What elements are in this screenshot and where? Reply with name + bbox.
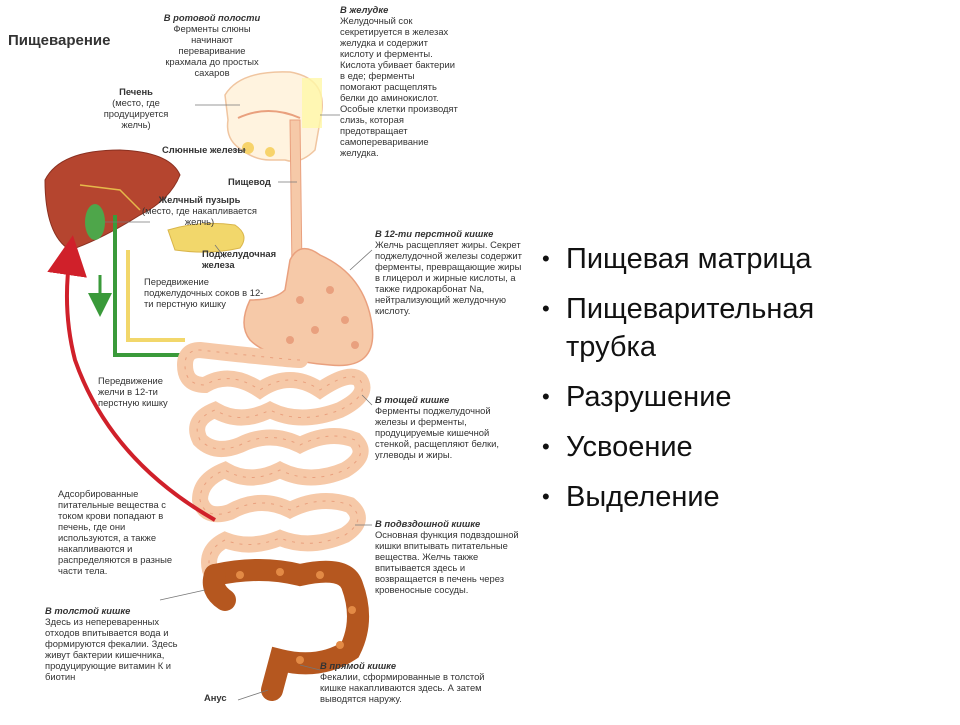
nutrient-return-arrow [47, 235, 216, 522]
label-liver-text: (место, где продуцируется желчь) [103, 97, 169, 130]
label-stomach-text: Желудочный сок секретируется в железах ж… [340, 15, 458, 158]
label-rectum-heading: В прямой кишке [320, 660, 397, 671]
bullet-list: • Пищевая матрица • Пищеварительная трубка… [540, 240, 866, 528]
label-colon-text: Здесь из непереваренных отходов впитывае… [45, 616, 178, 682]
label-liver-heading: Печень [119, 86, 153, 97]
label-jejunum-heading: В тощей кишке [375, 394, 450, 405]
gallbladder-shape [85, 204, 105, 240]
label-mouth-text: Ферменты слюны начинают переваривание кр… [165, 23, 259, 78]
bullet-item: • Пищеварительная трубка [540, 290, 866, 366]
stomach-spots [286, 286, 359, 349]
label-salivary: Слюнные железы [162, 144, 245, 155]
label-pancreas-heading: Поджелудочная железа [202, 248, 277, 270]
label-duodenum-heading: В 12-ти перстной кишке [375, 228, 494, 239]
label-esophagus-heading: Пищевод [228, 176, 271, 187]
bullet-dot-icon: • [542, 296, 550, 321]
label-salivary-heading: Слюнные железы [162, 144, 246, 155]
colon-spots [236, 568, 356, 664]
label-absorbed: Адсорбированные питательные вещества с т… [58, 488, 183, 576]
label-jejunum: В тощей кишке Ферменты поджелудочной жел… [375, 394, 515, 460]
salivary-gland-right [265, 147, 275, 157]
bullet-item: • Пищевая матрица [540, 240, 866, 278]
label-ileum: В подвздошной кишке Основная функция под… [375, 518, 520, 595]
label-colon: В толстой кишке Здесь из непереваренных … [45, 605, 190, 682]
stomach-shape [243, 247, 374, 367]
bullet-text: Выделение [566, 481, 720, 513]
label-liver: Печень (место, где продуцируется желчь) [96, 86, 176, 130]
pancreas-shape [167, 222, 245, 253]
label-ileum-heading: В подвздошной кишке [375, 518, 481, 529]
label-duodenum: В 12-ти перстной кишке Желчь расщепляет … [375, 228, 525, 316]
label-stomach: В желудке Желудочный сок секретируется в… [340, 4, 458, 158]
label-jejunum-text: Ферменты поджелудочной железы и ферменты… [375, 405, 499, 460]
label-pancreatic-juice: Передвижение поджелудочных соков в 12-ти… [144, 276, 264, 309]
bullet-text: Разрушение [566, 381, 732, 413]
diagram-title: Пищеварение [8, 32, 111, 49]
label-anus-heading: Анус [204, 692, 227, 703]
label-gallbladder-text: (место, где накапливается желчь) [142, 205, 258, 227]
label-absorbed-text: Адсорбированные питательные вещества с т… [58, 488, 173, 576]
salivary-gland-left [242, 142, 254, 154]
bullet-dot-icon: • [542, 246, 550, 271]
bullet-item: • Выделение [540, 478, 866, 516]
bullet-item: • Разрушение [540, 378, 866, 416]
label-gallbladder-heading: Желчный пузырь [158, 194, 241, 205]
digestive-system-illustration [44, 71, 374, 701]
small-intestine-shape [176, 341, 371, 578]
label-duodenum-text: Желчь расщепляет жиры. Секрет поджелудоч… [375, 239, 522, 316]
label-anus: Анус [204, 692, 227, 703]
label-ileum-text: Основная функция подвздошной кишки впиты… [375, 529, 519, 595]
label-gallbladder: Желчный пузырь (место, где накапливается… [142, 194, 257, 227]
bullet-dot-icon: • [542, 434, 550, 459]
label-mouth: В ротовой полости Ферменты слюны начинаю… [162, 12, 262, 78]
large-intestine-shape [204, 559, 370, 701]
label-bile-move: Передвижение желчи в 12-ти перстную кишк… [98, 375, 188, 408]
label-pancreatic-juice-text: Передвижение поджелудочных соков в 12-ти… [144, 276, 264, 309]
label-pancreas: Поджелудочная железа [202, 248, 292, 270]
bullet-item: • Усвоение [540, 428, 866, 466]
bullet-text: Усвоение [566, 431, 693, 463]
digestion-diagram: Пищеварение В ротовой полости Ферменты с… [8, 4, 522, 704]
label-rectum-text: Фекалии, сформированные в толстой кишке … [320, 671, 485, 704]
bullet-dot-icon: • [542, 484, 550, 509]
label-esophagus: Пищевод [228, 176, 271, 187]
bullet-text: Пищевая матрица [566, 243, 812, 275]
label-mouth-heading: В ротовой полости [163, 12, 261, 23]
bullet-dot-icon: • [542, 384, 550, 409]
leader-lines [105, 104, 373, 701]
label-stomach-heading: В желудке [340, 4, 389, 15]
bullet-text: Пищеварительная трубка [566, 293, 815, 363]
label-colon-heading: В толстой кишке [45, 605, 131, 616]
label-bile-move-text: Передвижение желчи в 12-ти перстную кишк… [98, 375, 168, 408]
label-rectum: В прямой кишке Фекалии, сформированные в… [320, 660, 495, 704]
